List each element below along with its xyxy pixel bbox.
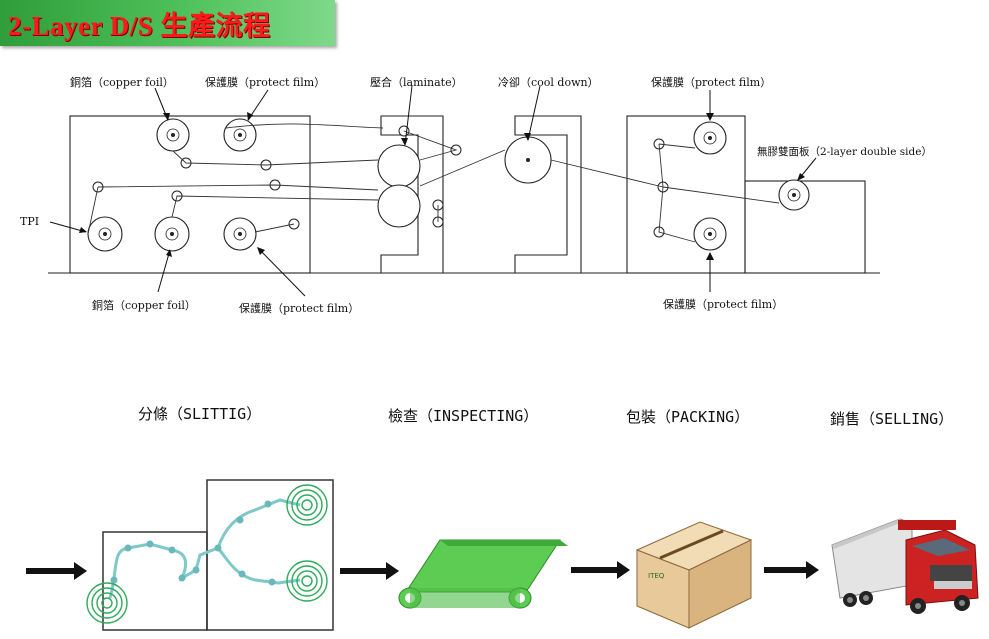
stage-inspecting: 檢查（INSPECTING） (388, 407, 539, 425)
label-protect-film-bottom: 保護膜（protect film） (239, 302, 360, 315)
label-copper-foil-top: 銅箔（copper foil） (70, 76, 174, 89)
page-title: 2-Layer D/S 生產流程 (8, 11, 271, 41)
flow-arrow-icon (571, 561, 630, 579)
flow-arrow-icon (26, 562, 87, 580)
label-laminate: 壓合（laminate） (370, 76, 463, 89)
label-tpi: TPI (20, 215, 40, 228)
label-cool-down: 冷卻（cool down） (498, 76, 599, 89)
title-bar: 2-Layer D/S 生產流程 (0, 0, 335, 46)
inspection-belt (398, 539, 568, 609)
laminate-roll-lower (377, 184, 421, 228)
coil-icon (286, 560, 328, 602)
stage-packing: 包裝（PACKING） (626, 408, 750, 426)
packing-box-icon: ITEQ (635, 521, 753, 629)
label-protect-film-right: 保護膜（protect film） (651, 76, 772, 89)
slitting-web-path (108, 498, 301, 599)
label-copper-foil-bottom: 銅箔（copper foil） (92, 299, 196, 312)
label-protect-film-bottom-right: 保護膜（protect film） (663, 298, 784, 311)
stage-selling: 銷售（SELLING） (830, 410, 954, 428)
cooling-frame (514, 115, 582, 274)
flow-arrow-icon (764, 561, 819, 579)
label-product: 無膠雙面板（2-layer double side） (757, 146, 932, 158)
coil-icon (286, 484, 328, 526)
label-protect-film-top: 保護膜（protect film） (205, 76, 326, 89)
stage-slitting: 分條（SLITTIG） (138, 405, 262, 423)
flow-arrow-icon (340, 562, 399, 580)
coil-icon (86, 582, 128, 624)
truck-icon (831, 518, 979, 614)
box-logo: ITEQ (648, 572, 665, 580)
slitting-machine (102, 479, 334, 631)
